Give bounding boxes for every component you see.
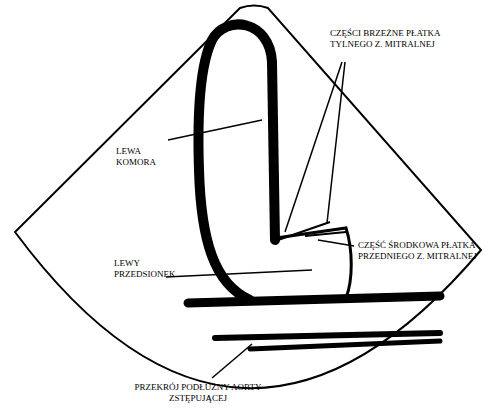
part-label: LEWA KOMORA — [116, 146, 168, 168]
left-atrium-wall — [276, 228, 351, 298]
leader-line — [168, 120, 262, 140]
aorta-wall — [250, 341, 440, 349]
part-label: LEWY PRZEDSIONEK — [114, 258, 184, 280]
ultrasound-sector — [15, 6, 481, 389]
leader-line — [318, 240, 354, 246]
leader-line — [285, 62, 342, 232]
part-label: PRZEKRÓJ PODŁUŻNY AORTY ZSTĘPUJĄCEJ — [128, 382, 268, 404]
leader-line — [327, 62, 345, 223]
posterior-wall — [188, 296, 440, 303]
part-label: CZĘŚCI BRZEŻNE PŁATKA TYLNEGO Z. MITRALN… — [330, 28, 480, 50]
left-ventricle-wall — [198, 24, 275, 300]
leader-line — [212, 344, 252, 378]
part-label: CZĘŚĆ ŚRODKOWA PŁATKA PRZEDNIEGO Z. MITR… — [358, 240, 482, 262]
leader-line — [166, 270, 312, 277]
aorta-wall — [215, 333, 440, 338]
mitral-leaflet — [305, 232, 346, 236]
